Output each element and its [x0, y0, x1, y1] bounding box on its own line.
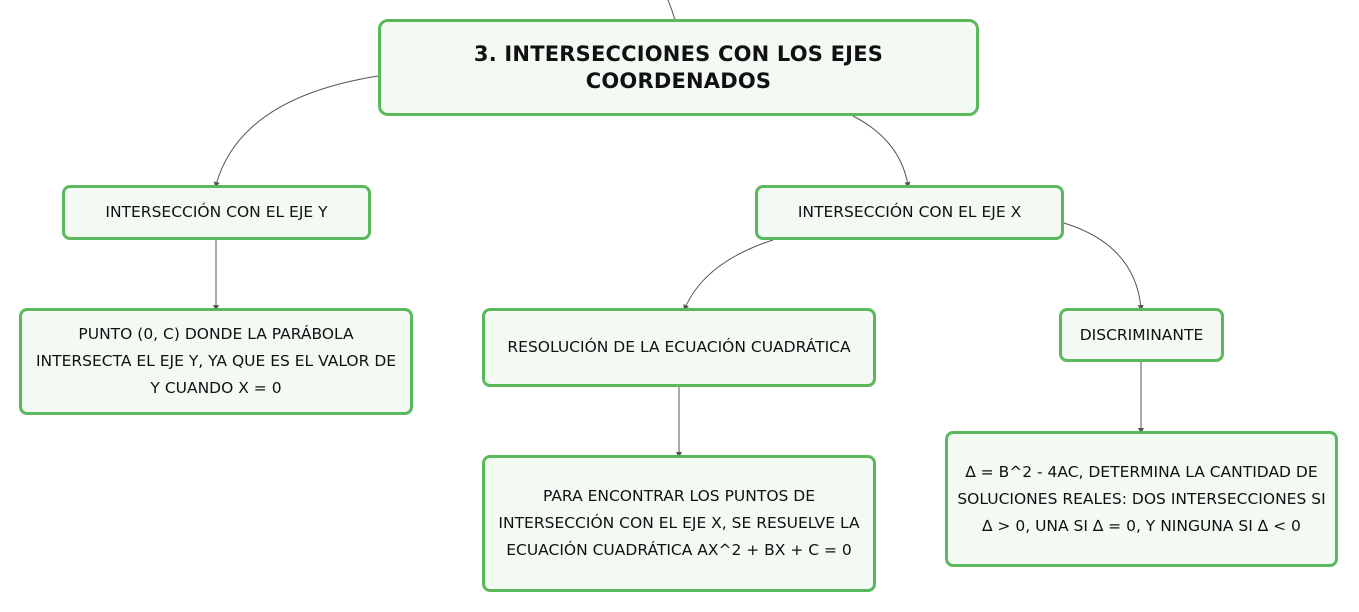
- connector-eje-x-to-resolucion: [683, 239, 774, 311]
- eje-x-node[interactable]: INTERSECCIÓN CON EL EJE X: [755, 185, 1064, 240]
- eje-y-node-label: INTERSECCIÓN CON EL EJE Y: [105, 203, 328, 221]
- resolucion-node[interactable]: RESOLUCIÓN DE LA ECUACIÓN CUADRÁTICA: [482, 308, 876, 387]
- root-node-label: 3. INTERSECCIONES CON LOS EJES COORDENAD…: [473, 41, 884, 93]
- root-node[interactable]: 3. INTERSECCIONES CON LOS EJES COORDENAD…: [378, 19, 979, 116]
- connector-root-to-eje-x: [852, 115, 911, 188]
- discriminante-detail-text: ∆ = B^2 - 4AC, DETERMINA LA CANTIDAD DE …: [957, 462, 1326, 535]
- resolucion-node-label: RESOLUCIÓN DE LA ECUACIÓN CUADRÁTICA: [507, 338, 851, 356]
- eje-y-detail-text: PUNTO (0, C) DONDE LA PARÁBOLA INTERSECT…: [35, 325, 397, 397]
- resolucion-detail-node[interactable]: PARA ENCONTRAR LOS PUNTOS DE INTERSECCIÓ…: [482, 455, 876, 592]
- connector-parent-to-root: [667, 0, 676, 21]
- discriminante-node[interactable]: DISCRIMINANTE: [1059, 308, 1224, 362]
- discriminante-detail-node[interactable]: ∆ = B^2 - 4AC, DETERMINA LA CANTIDAD DE …: [945, 431, 1338, 567]
- eje-x-node-label: INTERSECCIÓN CON EL EJE X: [797, 203, 1022, 221]
- connector-root-to-eje-y: [213, 75, 379, 188]
- eje-y-detail-node[interactable]: PUNTO (0, C) DONDE LA PARÁBOLA INTERSECT…: [19, 308, 413, 415]
- eje-y-node[interactable]: INTERSECCIÓN CON EL EJE Y: [62, 185, 371, 240]
- connector-eje-x-to-discriminante: [1063, 222, 1144, 311]
- discriminante-node-label: DISCRIMINANTE: [1079, 325, 1204, 344]
- resolucion-detail-text: PARA ENCONTRAR LOS PUNTOS DE INTERSECCIÓ…: [498, 487, 860, 559]
